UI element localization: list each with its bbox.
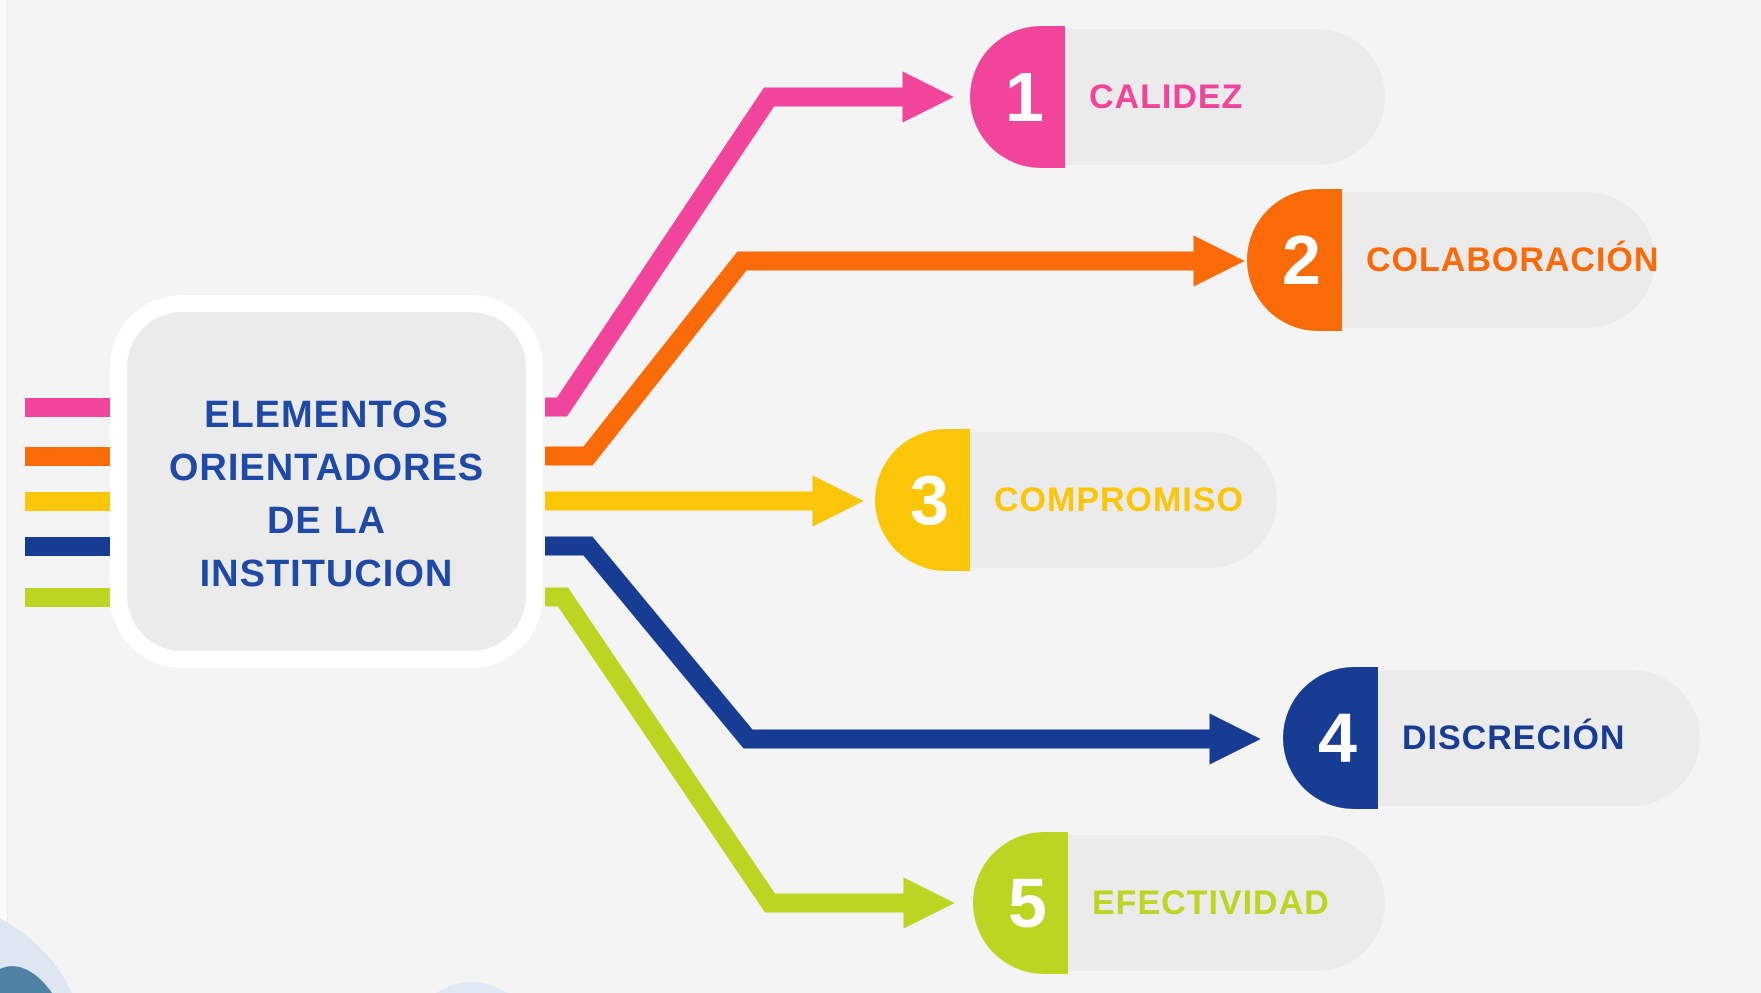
item-number-compromiso: 3: [910, 461, 949, 539]
side-bar-colaboracion: [25, 447, 110, 466]
center-box-title: ELEMENTOS ORIENTADORES DE LA INSTITUCION: [169, 389, 484, 601]
item-pill-compromiso: COMPROMISO: [970, 432, 1277, 568]
item-label-discrecion: DISCRECIÓN: [1402, 718, 1626, 757]
item-label-calidez: CALIDEZ: [1089, 77, 1244, 116]
item-label-colaboracion: COLABORACIÓN: [1366, 240, 1660, 279]
center-box-line: INSTITUCION: [199, 552, 454, 595]
left-edge-strip: [0, 0, 8, 993]
side-bar-calidez: [25, 398, 110, 417]
item-number-discrecion: 4: [1318, 699, 1357, 777]
side-bar-compromiso: [25, 492, 110, 511]
arrow-to-colaboracion: [545, 235, 1245, 466]
arrow-to-calidez: [545, 71, 954, 417]
side-bar-discrecion: [25, 537, 110, 556]
item-label-compromiso: COMPROMISO: [994, 480, 1244, 519]
item-number-efectividad: 5: [1008, 864, 1047, 942]
arrow-to-efectividad: [545, 587, 955, 929]
side-bar-efectividad: [25, 588, 110, 607]
item-number-calidez: 1: [1005, 58, 1044, 136]
item-pill-discrecion: DISCRECIÓN: [1378, 670, 1700, 806]
wave-teal-shape: [0, 966, 52, 993]
item-pill-calidez: CALIDEZ: [1065, 29, 1385, 165]
center-box-line: ORIENTADORES: [168, 446, 485, 489]
center-box: ELEMENTOS ORIENTADORES DE LA INSTITUCION: [110, 295, 543, 668]
center-box-line: DE LA: [266, 499, 386, 542]
item-pill-colaboracion: COLABORACIÓN: [1342, 192, 1658, 328]
item-pill-efectividad: EFECTIVIDAD: [1068, 835, 1385, 971]
wave-sliver-shape: [436, 982, 508, 993]
item-number-colaboracion: 2: [1282, 221, 1321, 299]
center-box-line: ELEMENTOS: [204, 393, 449, 436]
item-label-efectividad: EFECTIVIDAD: [1092, 883, 1330, 922]
arrow-to-discrecion: [545, 536, 1261, 765]
